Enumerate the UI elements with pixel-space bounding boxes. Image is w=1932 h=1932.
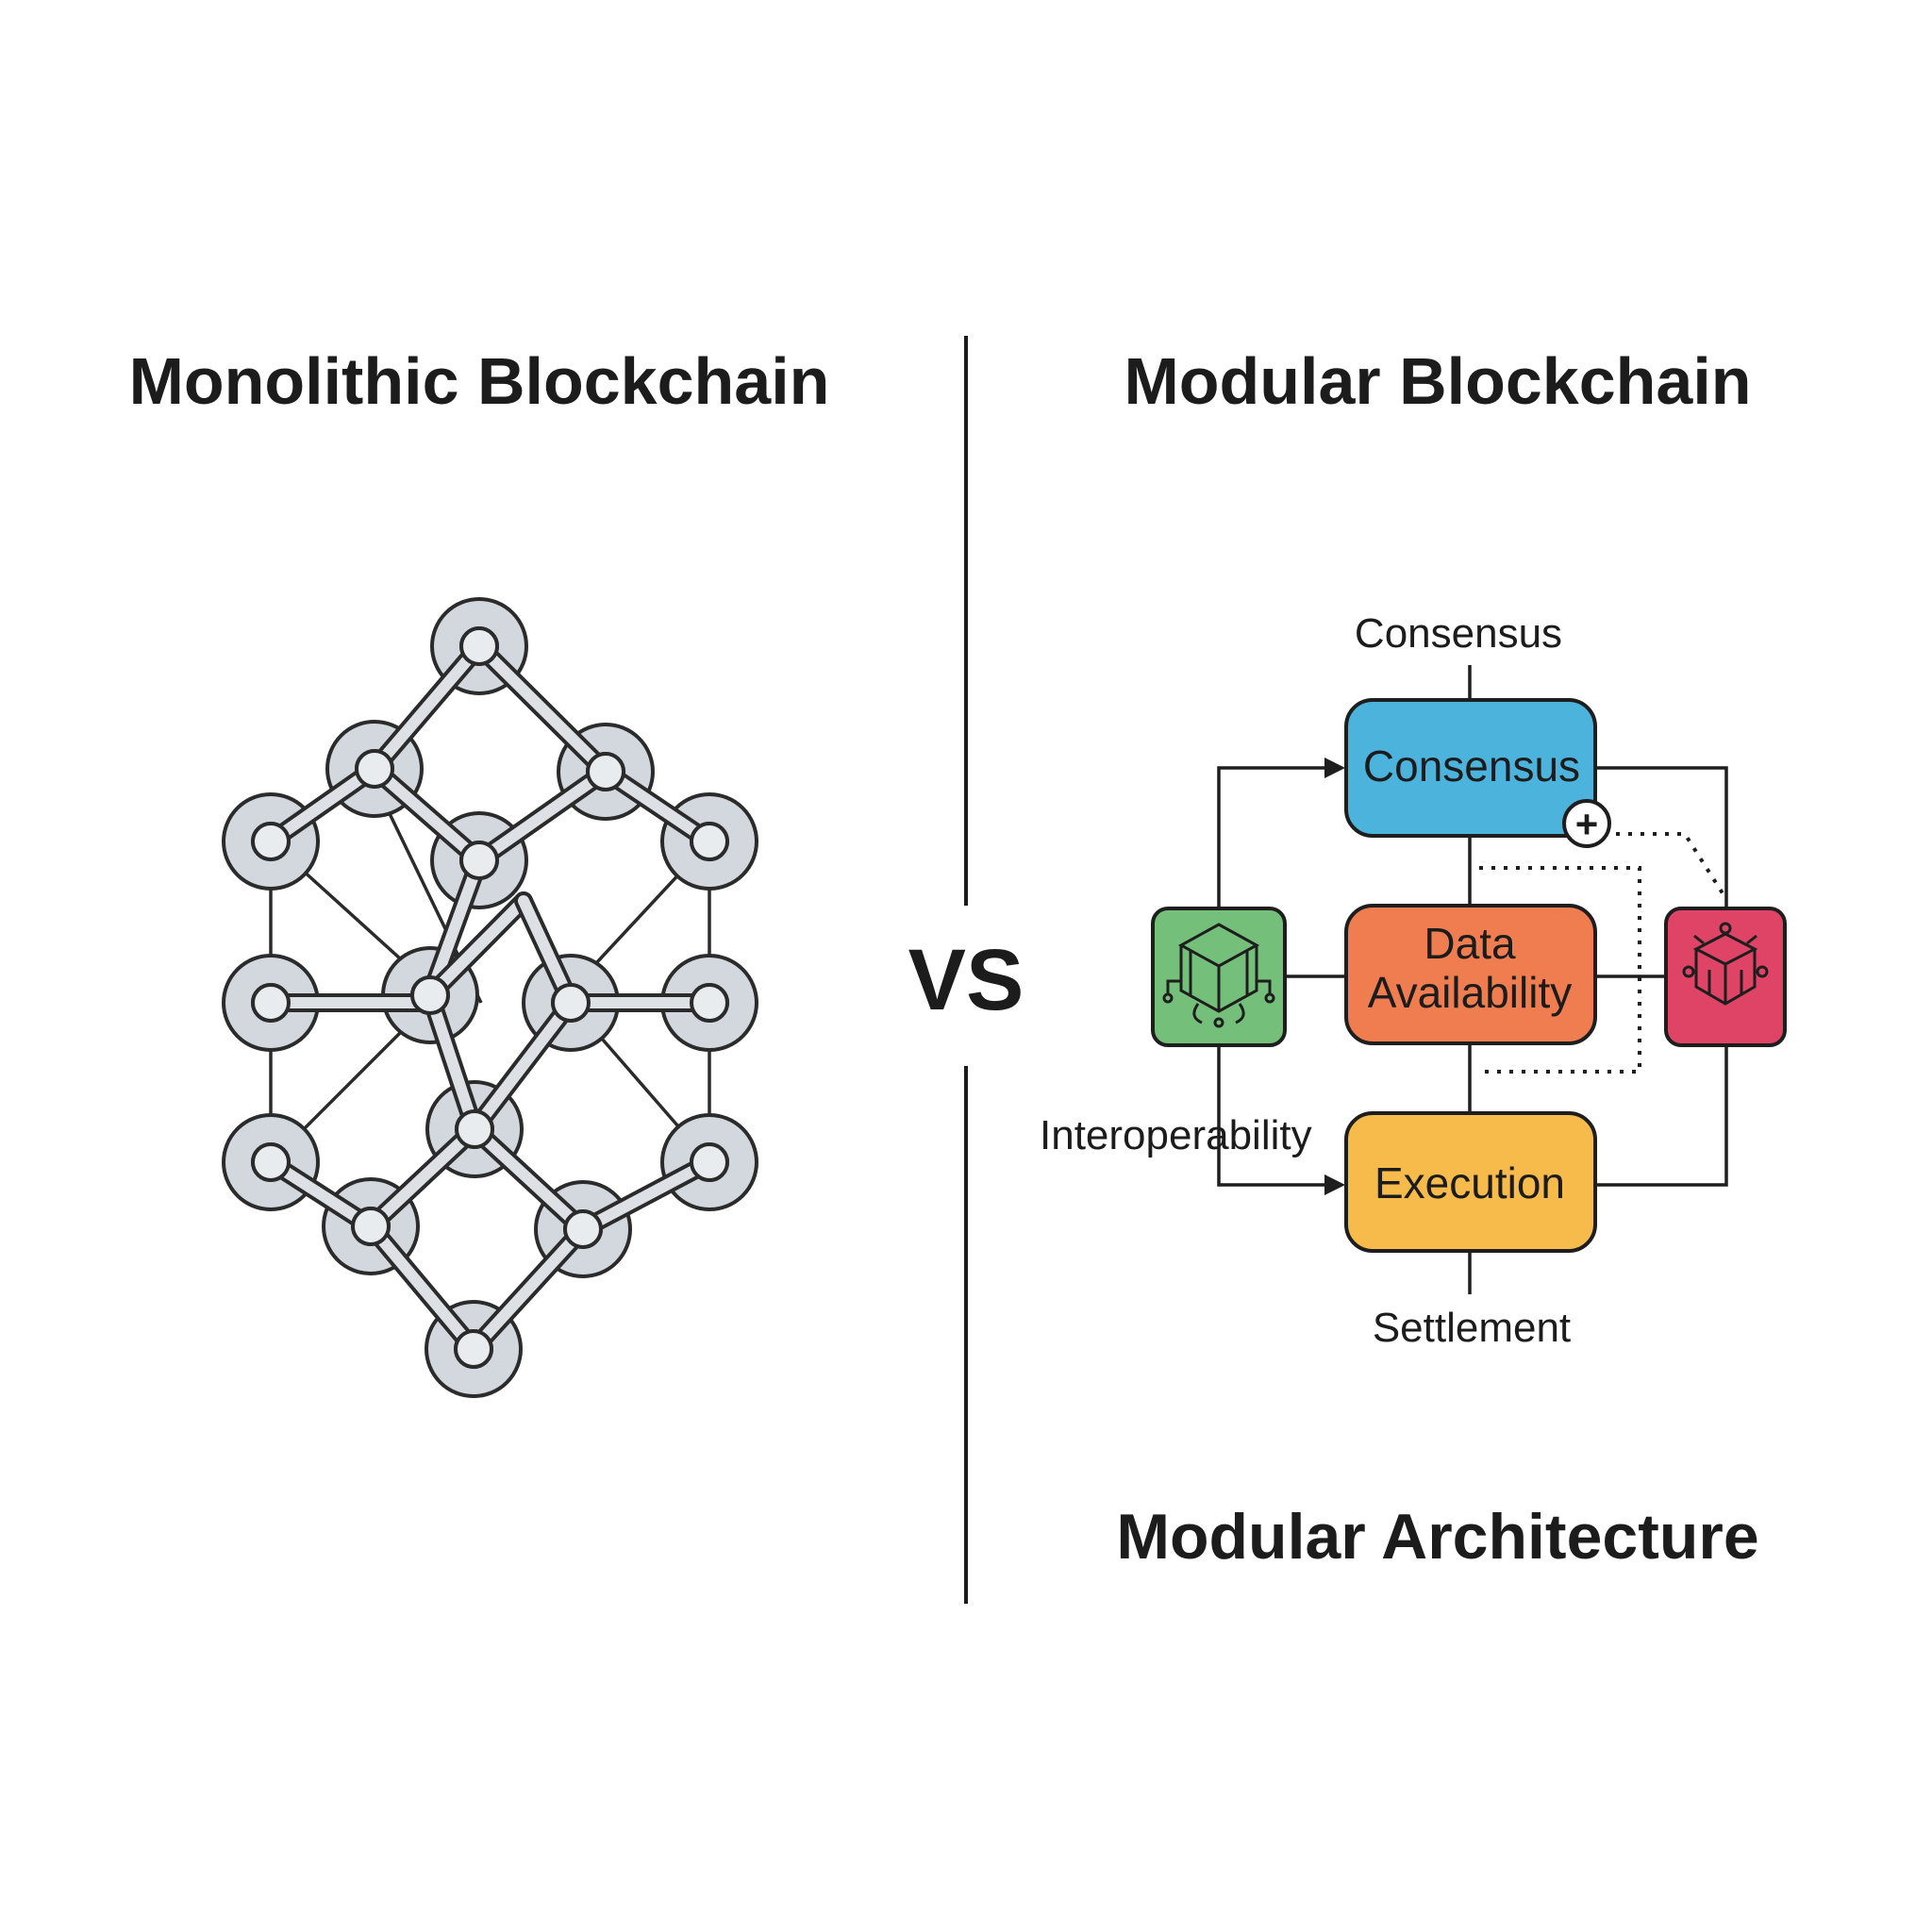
data-availability-label-line2: Availability (1368, 968, 1572, 1017)
consensus-box-label: Consensus (1363, 741, 1580, 791)
data-availability-box: Data Availability (1344, 904, 1597, 1045)
network-node-center (690, 983, 729, 1023)
monolithic-network (222, 597, 758, 1398)
execution-box-label: Execution (1374, 1158, 1565, 1208)
arrow-to-consensus (1324, 758, 1345, 778)
monolithic-title: Monolithic Blockchain (129, 344, 830, 418)
network-node-center (410, 975, 450, 1015)
network-bond-fill (369, 763, 485, 866)
connectors (1217, 665, 1728, 1294)
arrow-to-execution (1324, 1174, 1345, 1195)
cube-network-tile (1664, 907, 1787, 1047)
execution-box-bg (1344, 1111, 1597, 1253)
modular-architecture-caption: Modular Architecture (1116, 1501, 1758, 1573)
network-node-center (459, 841, 499, 880)
network-node-center (690, 822, 729, 861)
network-bond-fill (474, 766, 611, 866)
network-bond-fill (577, 1157, 715, 1235)
consensus-box-bg (1344, 698, 1597, 838)
plus-badge-label: + (1575, 802, 1599, 846)
data-availability-box-bg (1344, 904, 1597, 1045)
plus-badge: + (1562, 799, 1611, 848)
network-node-center (251, 1142, 291, 1182)
network-node-center (551, 983, 591, 1023)
network-bond-fill (425, 855, 485, 1001)
network-node-center (355, 749, 394, 789)
dotted-link (1477, 866, 1641, 1074)
network-node-center (586, 752, 625, 791)
network-thick-links (251, 626, 729, 1369)
network-node-center (351, 1207, 391, 1246)
label-consensus-top: Consensus (1355, 610, 1562, 657)
data-availability-label-line1: Data (1424, 919, 1516, 968)
network-node-center (251, 983, 291, 1023)
network-node-center (454, 1329, 493, 1369)
execution-box: Execution (1344, 1111, 1597, 1253)
cube-network-icon (1682, 922, 1769, 1006)
dotted-link-badge (1604, 832, 1726, 898)
network-bond-fill (369, 641, 485, 774)
network-node-center (455, 1109, 494, 1149)
network-node-center (690, 1142, 729, 1182)
network-bond-fill (425, 990, 480, 1135)
network-bond-fill (600, 766, 715, 847)
network-node-center (563, 1209, 603, 1249)
modular-title: Modular Blockchain (1124, 344, 1751, 418)
cube-circuit-icon (1162, 923, 1275, 1028)
vs-label: VS (908, 932, 1024, 1028)
label-interoperability: Interoperability (1040, 1112, 1312, 1158)
network-bond-fill (469, 1124, 589, 1235)
network-node-center (251, 822, 291, 861)
network-bond-fill (425, 895, 529, 1001)
network-bond-fill (365, 1124, 480, 1232)
network-bond-fill (474, 641, 611, 777)
network-bond-fill (365, 1221, 479, 1355)
network-bond-fill (468, 1224, 589, 1355)
network-bond-fill (469, 997, 576, 1135)
network-node-center (459, 626, 499, 666)
modular-diagram: Consensus Settlement Interoperability (1040, 610, 1787, 1573)
consensus-box: Consensus (1344, 698, 1597, 838)
cube-circuit-tile (1151, 907, 1287, 1047)
network-bond-fill (265, 763, 380, 847)
label-settlement: Settlement (1373, 1305, 1571, 1351)
